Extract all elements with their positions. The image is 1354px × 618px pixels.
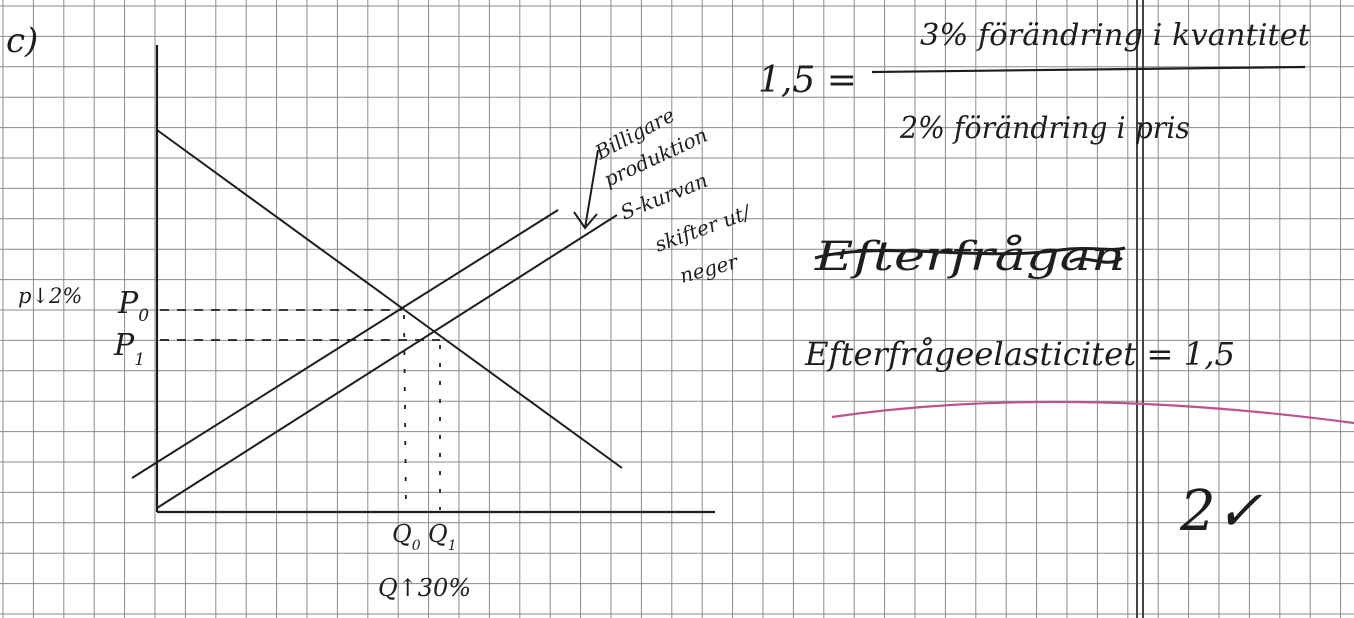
shift-annotation: Billigare produktion S-kurvan skifter ut… <box>573 103 755 288</box>
q1-label: Q1 <box>428 520 457 554</box>
formula-lhs: 1,5 = <box>758 60 857 101</box>
quantity-change-label: Q↑30% <box>378 574 471 602</box>
elasticity-result: Efterfrågeelasticitet = 1,5 <box>804 335 1235 373</box>
formula-numerator: 3% förändring i kvantitet <box>920 18 1311 53</box>
grade-mark: 2✓ <box>1179 479 1263 544</box>
struck-word: Efterfrågan <box>814 234 1125 280</box>
formula-denominator: 2% förändring i pris <box>899 111 1190 146</box>
part-label: c) <box>6 21 38 61</box>
pink-underline <box>831 400 1354 425</box>
axes <box>155 45 715 514</box>
supply-curve-original <box>131 209 559 479</box>
q0-label: Q0 <box>392 520 421 554</box>
q0-guide <box>403 314 407 511</box>
fraction-bar <box>871 65 1306 74</box>
supply-curve-shifted <box>156 214 618 509</box>
price-change-label: p↓2% <box>18 284 82 308</box>
strike-scribble <box>814 246 1126 264</box>
guide-lines-vertical <box>403 314 441 511</box>
arrow-icon <box>573 149 599 230</box>
p1-label: P1 <box>113 328 145 370</box>
guide-lines <box>160 309 440 341</box>
demand-curve <box>156 129 623 469</box>
p0-label: P0 <box>117 286 149 326</box>
curves <box>131 129 623 509</box>
shift-note-line: neger <box>677 249 742 288</box>
